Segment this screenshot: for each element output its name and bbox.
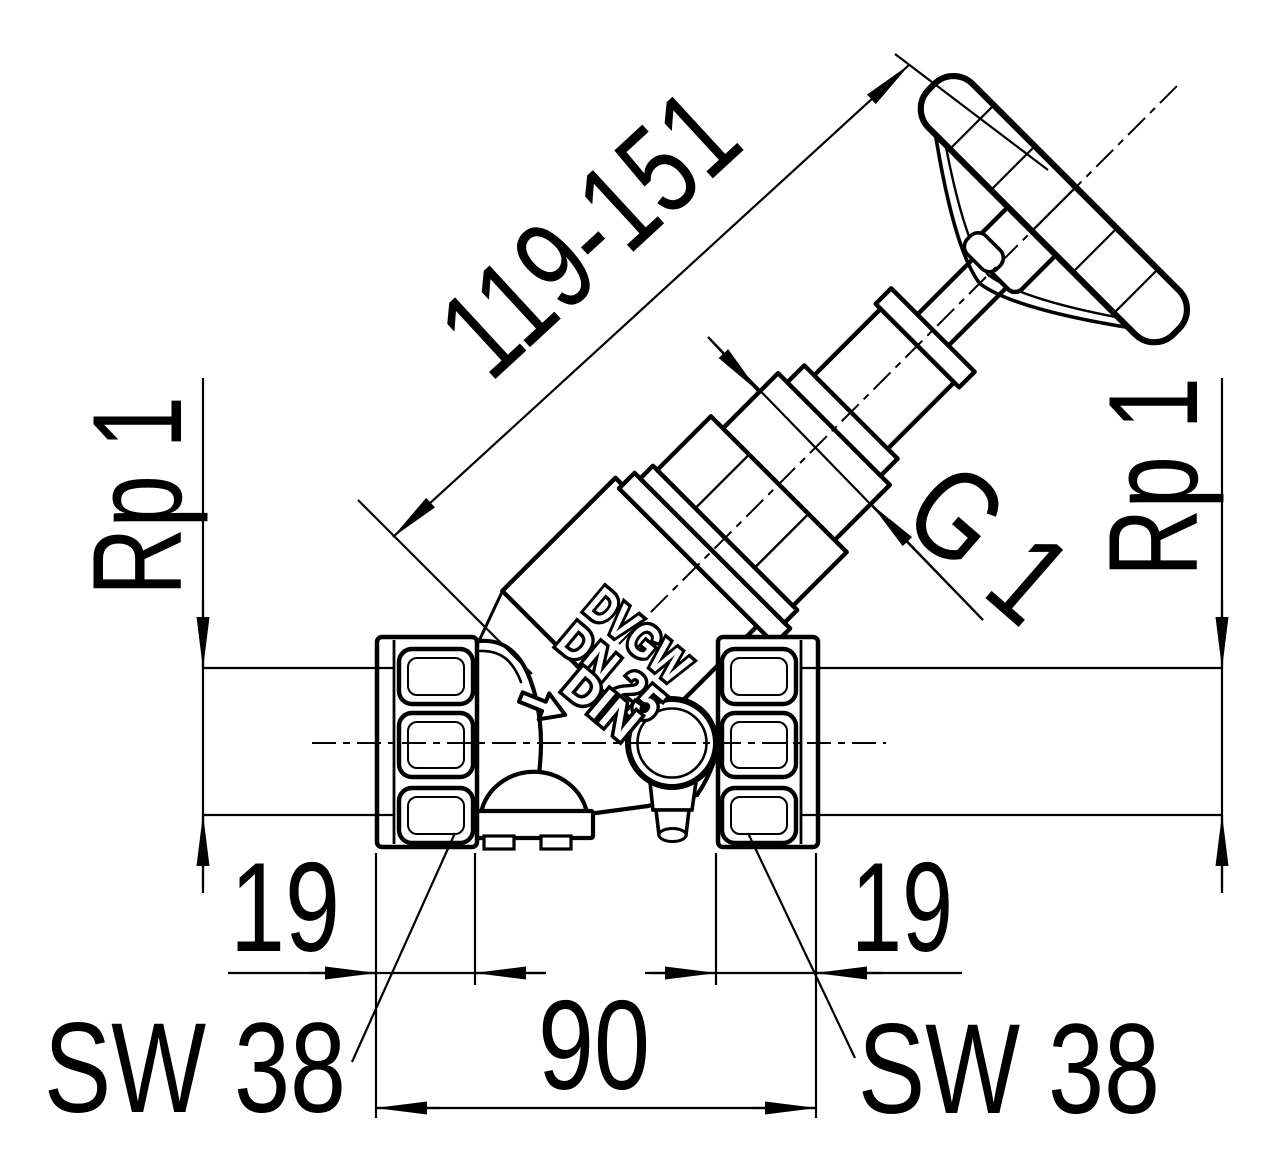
drain-spout-tip — [657, 827, 688, 843]
label-stem-height-range: 119-151 — [412, 62, 766, 404]
flow-direction-arrow-icon — [516, 690, 568, 722]
dim-arrow-g1-upper — [707, 336, 759, 392]
nut-grooves-inner — [407, 657, 465, 835]
ext-line-handwheel-top — [894, 53, 1049, 171]
ext-line-pipe-axis — [357, 499, 533, 675]
label-face-to-face: 90 — [538, 974, 650, 1116]
nut-grooves — [396, 646, 476, 846]
dim-line-stem-height — [392, 64, 910, 538]
handwheel-segment-lines — [950, 105, 1158, 313]
base-tab-right — [539, 834, 573, 851]
label-thread-right: Rp 1 — [1082, 377, 1224, 577]
nut-grooves-inner — [730, 657, 788, 835]
dim-arrow-g1-lower — [871, 504, 984, 621]
body-bonnet-web-edge — [477, 590, 504, 643]
label-port-depth-left: 19 — [230, 836, 340, 978]
body-bottom-dome — [478, 769, 590, 816]
union-nut-left — [374, 634, 480, 850]
handwheel-spoke-plate-inner — [943, 137, 1126, 320]
label-port-depth-right: 19 — [851, 836, 953, 978]
label-wrench-size-right: SW 38 — [858, 998, 1160, 1141]
leader-sw38-right — [747, 832, 856, 1059]
body-left-inner-contour — [477, 649, 523, 684]
leader-sw38-left — [350, 832, 457, 1063]
label-bonnet-thread: G 1 — [880, 435, 1098, 650]
label-wrench-size-left: SW 38 — [44, 997, 346, 1140]
base-tab-left — [482, 834, 516, 851]
handwheel-hub-cap — [962, 230, 1006, 274]
label-thread-left: Rp 1 — [66, 396, 208, 596]
dimension-lines — [196, 53, 1229, 1118]
nut-grooves — [719, 646, 799, 846]
